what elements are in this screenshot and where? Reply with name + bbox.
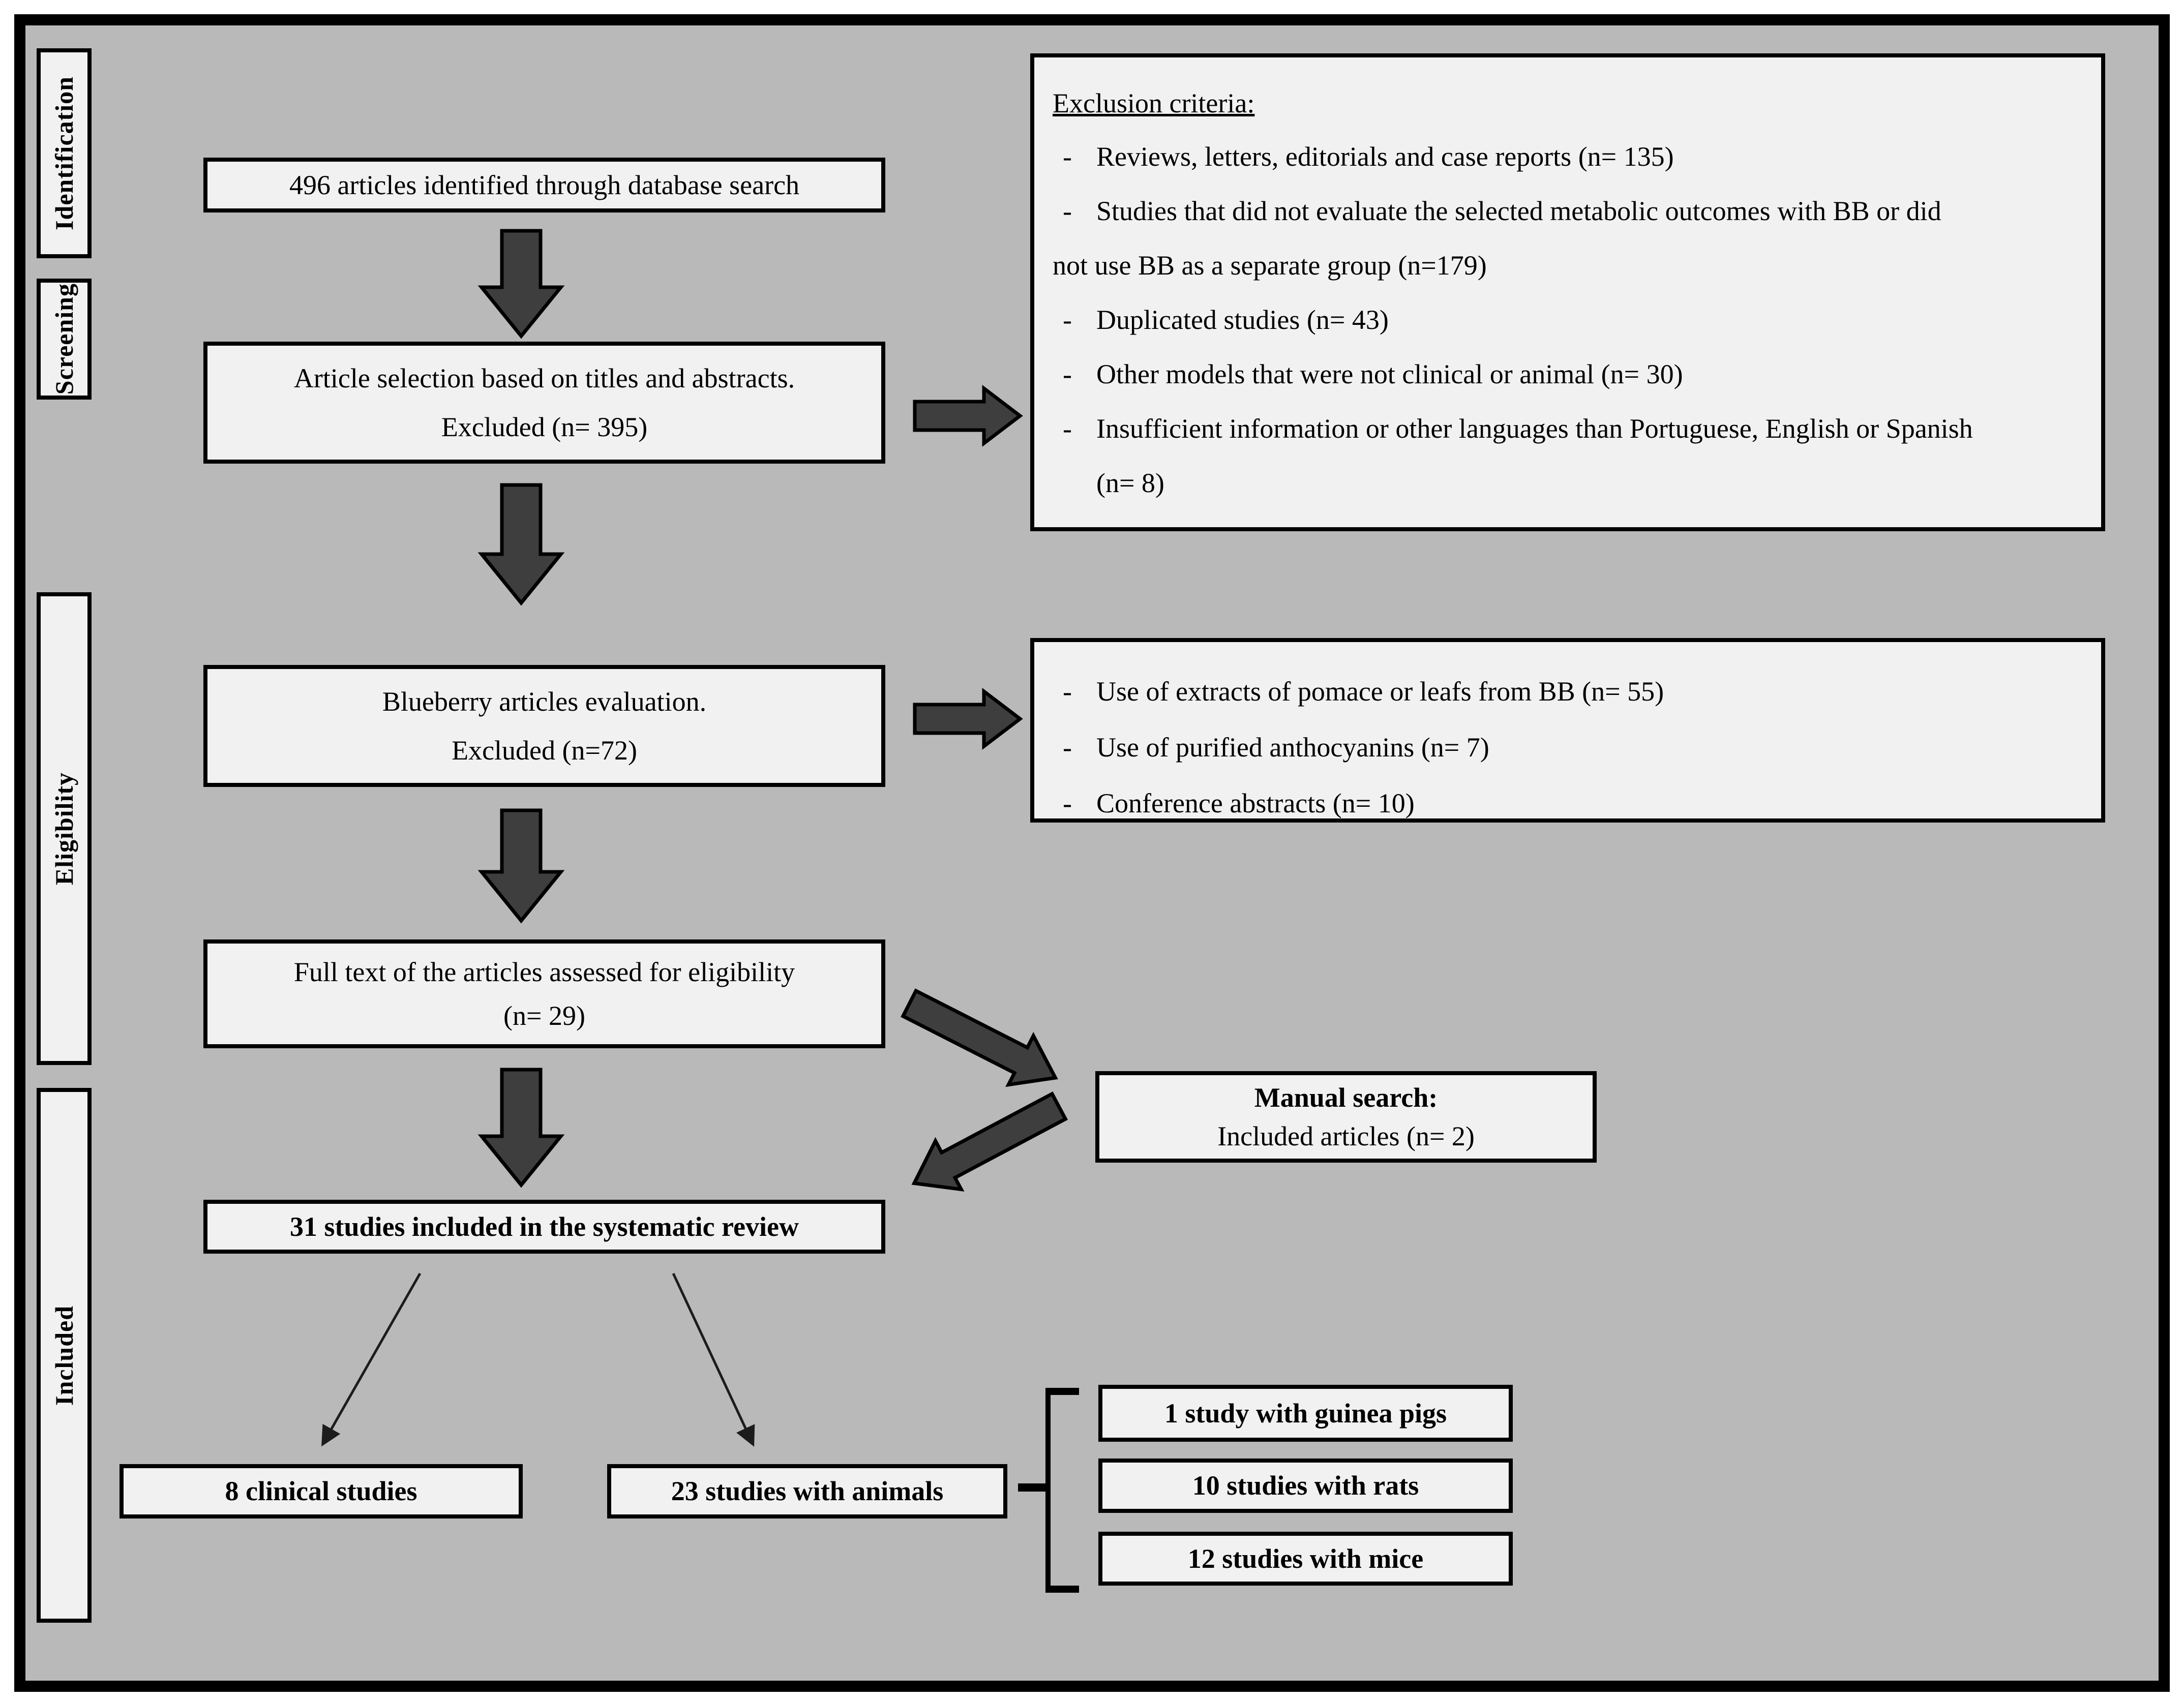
title-abstract-selection-box: Article selection based on titles and ab… [203, 342, 885, 464]
stage-included: Included [37, 1088, 92, 1623]
exclusion-criteria-title: Exclusion criteria: [1053, 88, 1255, 118]
manual-search-box: Manual search: Included articles (n= 2) [1095, 1071, 1597, 1163]
stage-identification: Identification [37, 48, 92, 258]
exclusion-item: - Insufficient information or other lang… [1053, 402, 2081, 456]
mouse-studies-box: 12 studies with mice [1098, 1532, 1513, 1586]
arrow-fulltext-to-included [477, 1068, 565, 1188]
arrow-manual-search-to-included [911, 1091, 1068, 1192]
bracket-pointer [1018, 1483, 1048, 1492]
selection-line: Article selection based on titles and ab… [293, 363, 795, 394]
full-text-count-line: (n= 29) [503, 1000, 585, 1031]
evaluation-exclusion-item: - Use of purified anthocyanins (n= 7) [1053, 719, 2081, 775]
stage-screening: Screening [37, 279, 92, 400]
bullet-dash: - [1063, 196, 1072, 226]
bullet-dash: - [1063, 305, 1072, 335]
included-total-box: 31 studies included in the systematic re… [203, 1200, 885, 1254]
identified-articles-box: 496 articles identified through database… [203, 158, 885, 212]
bullet-dash: - [1063, 676, 1072, 707]
clinical-studies-text: 8 clinical studies [225, 1476, 417, 1507]
manual-search-title: Manual search: [1254, 1082, 1438, 1113]
excluded-count-line: Excluded (n=72) [452, 735, 637, 766]
rat-studies-box: 10 studies with rats [1098, 1459, 1513, 1513]
stage-label: Screening [50, 283, 78, 395]
clinical-studies-box: 8 clinical studies [119, 1464, 523, 1518]
exclusion-item-continuation: not use BB as a separate group (n=179) [1053, 250, 1487, 281]
arrow-evaluation-to-fulltext [477, 808, 565, 924]
exclusion-item: - Studies that did not evaluate the sele… [1053, 184, 2081, 238]
guinea-pig-studies-box: 1 study with guinea pigs [1098, 1385, 1513, 1442]
guinea-pig-studies-text: 1 study with guinea pigs [1164, 1398, 1447, 1429]
arrow-included-to-animals [672, 1272, 755, 1447]
animal-studies-text: 23 studies with animals [671, 1476, 944, 1507]
stage-label: Identification [50, 76, 78, 230]
exclusion-item: - Other models that were not clinical or… [1053, 347, 2081, 402]
evaluation-exclusions-box: - Use of extracts of pomace or leafs fro… [1030, 638, 2105, 823]
stage-eligibility: Eligibility [37, 592, 92, 1065]
stage-label: Included [50, 1305, 78, 1406]
arrow-selection-to-exclusion-criteria [913, 384, 1023, 447]
stage-label: Eligibility [50, 772, 78, 886]
full-text-line: Full text of the articles assessed for e… [293, 956, 795, 987]
arrow-included-to-clinical [321, 1272, 422, 1447]
arrow-fulltext-to-manual-search [901, 988, 1058, 1087]
exclusion-criteria-box: Exclusion criteria: - Reviews, letters, … [1030, 53, 2105, 531]
arrow-evaluation-to-evaluation-exclusions [913, 687, 1023, 750]
bullet-dash: - [1063, 732, 1072, 763]
rat-studies-text: 10 studies with rats [1192, 1470, 1419, 1501]
bullet-dash: - [1063, 413, 1072, 444]
exclusion-item-continuation: (n= 8) [1096, 468, 1164, 498]
bracket-bottom-arm [1045, 1586, 1079, 1593]
included-total-text: 31 studies included in the systematic re… [290, 1211, 799, 1242]
exclusion-item: - Duplicated studies (n= 43) [1053, 293, 2081, 347]
identified-articles-text: 496 articles identified through database… [289, 169, 800, 200]
mouse-studies-text: 12 studies with mice [1187, 1543, 1424, 1574]
evaluation-exclusion-item: - Conference abstracts (n= 10) [1053, 775, 2081, 831]
bracket-top-arm [1045, 1388, 1079, 1395]
animal-studies-box: 23 studies with animals [607, 1464, 1007, 1518]
bracket-spine [1045, 1391, 1051, 1592]
full-text-assessed-box: Full text of the articles assessed for e… [203, 939, 885, 1048]
blueberry-evaluation-box: Blueberry articles evaluation. Excluded … [203, 665, 885, 787]
manual-search-count: Included articles (n= 2) [1217, 1120, 1475, 1151]
bullet-dash: - [1063, 141, 1072, 172]
bullet-dash: - [1063, 788, 1072, 818]
exclusion-item: - Reviews, letters, editorials and case … [1053, 130, 2081, 184]
bullet-dash: - [1063, 359, 1072, 389]
evaluation-exclusion-item: - Use of extracts of pomace or leafs fro… [1053, 663, 2081, 719]
arrow-identified-to-selection [477, 229, 565, 339]
evaluation-line: Blueberry articles evaluation. [382, 686, 707, 717]
excluded-count-line: Excluded (n= 395) [441, 411, 648, 442]
arrow-selection-to-evaluation [477, 483, 565, 606]
